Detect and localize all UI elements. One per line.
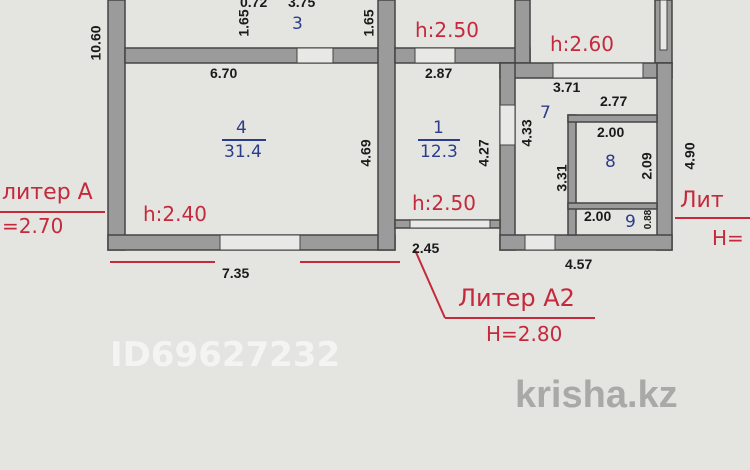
room-1-area: 12.3 bbox=[420, 142, 458, 162]
room-7-number: 7 bbox=[540, 103, 551, 123]
dim-4-69: 4.69 bbox=[357, 139, 374, 167]
liter-a-title: литер А bbox=[2, 180, 93, 205]
door-1 bbox=[414, 47, 456, 64]
dim-3-31: 3.31 bbox=[553, 164, 570, 192]
room-4-area: 31.4 bbox=[224, 142, 262, 162]
dim-0-88: 0.88 bbox=[643, 209, 655, 230]
dim-7-35: 7.35 bbox=[222, 265, 250, 281]
wall-3-4 bbox=[124, 47, 396, 64]
window-right-top bbox=[659, 0, 668, 51]
dim-2-45: 2.45 bbox=[412, 240, 440, 256]
dim-2-87: 2.87 bbox=[425, 65, 453, 81]
dim-4-57: 4.57 bbox=[565, 256, 593, 272]
krisha-logo: krisha.kz bbox=[515, 374, 678, 416]
wall-left bbox=[107, 0, 126, 251]
window-7 bbox=[552, 62, 644, 79]
liter-right-title: Лит bbox=[680, 188, 724, 213]
dim-4-90: 4.90 bbox=[681, 142, 698, 170]
dim-2-77: 2.77 bbox=[600, 93, 628, 109]
liter-a2-title: Литер А2 bbox=[458, 284, 575, 312]
room-3-number: 3 bbox=[292, 14, 303, 34]
dim-1-65a: 1.65 bbox=[235, 9, 252, 37]
wall-8-top bbox=[567, 114, 658, 123]
room-4-number: 4 bbox=[236, 118, 247, 138]
height-room-2: h:2.50 bbox=[415, 18, 479, 42]
wall-4-1 bbox=[377, 0, 396, 251]
wall-8-9 bbox=[567, 202, 658, 210]
dim-6-70: 6.70 bbox=[210, 65, 238, 81]
window-1-bottom bbox=[409, 219, 491, 229]
room-9-number: 9 bbox=[625, 212, 636, 232]
door-3-4 bbox=[296, 47, 334, 64]
dim-2-00a: 2.00 bbox=[597, 124, 625, 140]
door-7 bbox=[499, 104, 516, 146]
dim-0-72: 0.72 bbox=[240, 0, 268, 10]
liter-a-height: =2.70 bbox=[2, 214, 64, 238]
dim-10-60: 10.60 bbox=[87, 25, 104, 61]
liter-a2-leader bbox=[414, 249, 446, 319]
dim-4-33: 4.33 bbox=[518, 119, 535, 147]
room-1-number: 1 bbox=[433, 118, 444, 138]
wall-mid-top bbox=[514, 0, 531, 64]
height-room-6: h:2.60 bbox=[550, 32, 614, 56]
dim-2-00b: 2.00 bbox=[584, 208, 612, 224]
dim-4-27: 4.27 bbox=[475, 139, 492, 167]
window-4 bbox=[219, 234, 301, 251]
wall-7-left bbox=[499, 62, 516, 251]
height-room-4: h:2.40 bbox=[143, 202, 207, 226]
dim-3-75: 3.75 bbox=[288, 0, 316, 10]
dim-2-09: 2.09 bbox=[638, 152, 655, 180]
room-8-number: 8 bbox=[605, 152, 616, 172]
height-room-1: h:2.50 bbox=[412, 191, 476, 215]
liter-a2-height: H=2.80 bbox=[486, 322, 563, 346]
dim-3-71: 3.71 bbox=[553, 79, 581, 95]
door-7b bbox=[524, 234, 556, 251]
liter-right-height: H= bbox=[712, 226, 744, 250]
dim-1-65b: 1.65 bbox=[360, 9, 377, 37]
listing-id-watermark: ID69627232 bbox=[110, 335, 341, 375]
wall-7-right bbox=[656, 62, 673, 251]
